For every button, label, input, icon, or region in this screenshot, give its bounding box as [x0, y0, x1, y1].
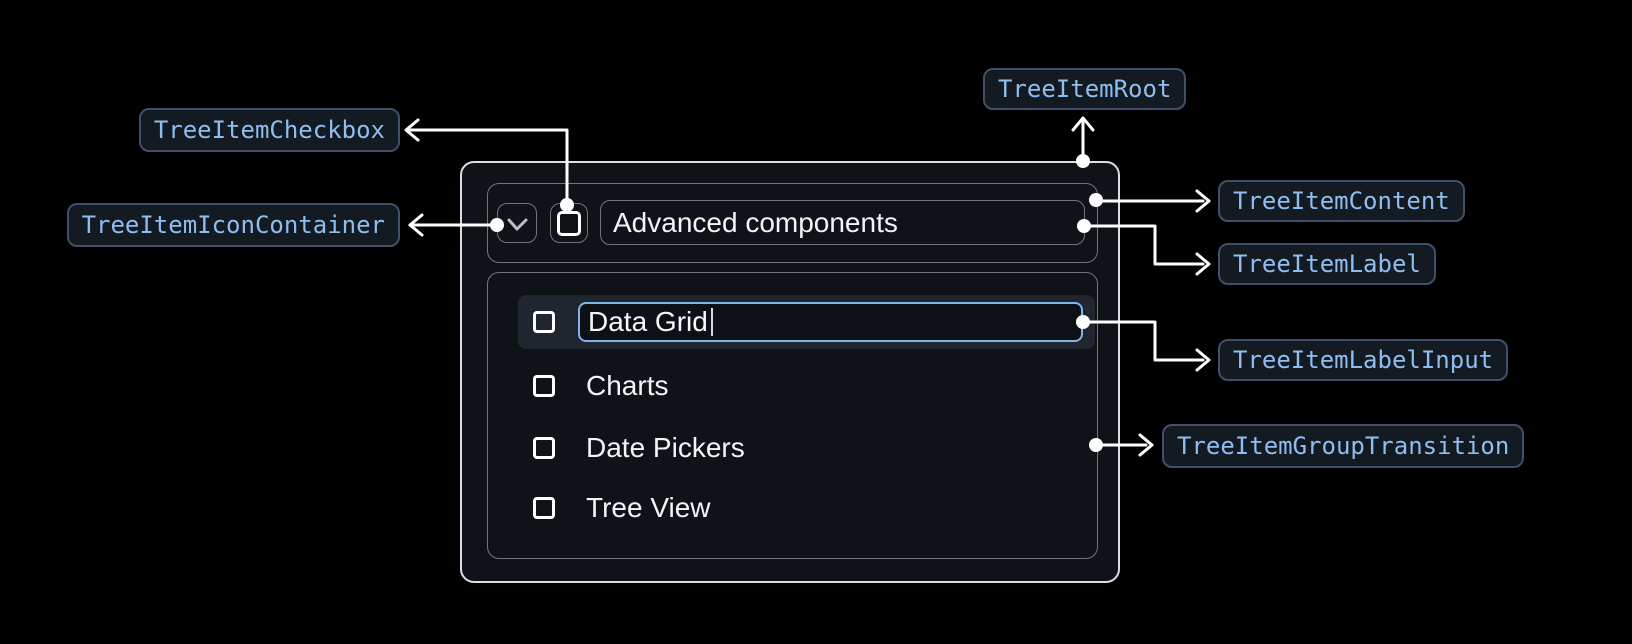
checkbox-unchecked-icon[interactable] — [557, 211, 581, 236]
tree-item-content[interactable] — [487, 183, 1098, 263]
arrow-icon-container — [408, 213, 504, 237]
connector-dot — [560, 198, 574, 212]
connector-dot — [1076, 315, 1090, 329]
connector-dot — [1089, 438, 1103, 452]
arrowhead-right-icon — [1195, 189, 1211, 213]
label-input[interactable]: Data Grid — [578, 302, 1083, 342]
tree-item-root — [460, 161, 1120, 583]
parent-item-label: Advanced components — [613, 207, 898, 238]
arrowhead-right-icon — [1138, 433, 1154, 457]
annotation-tree-item-group-transition: TreeItemGroupTransition — [1162, 424, 1525, 468]
arrow-label-input — [1076, 315, 1211, 372]
checkbox-unchecked-icon[interactable] — [533, 497, 555, 519]
annotation-tree-item-checkbox: TreeItemCheckbox — [138, 108, 400, 152]
annotation-tree-item-root: TreeItemRoot — [983, 68, 1187, 110]
text-caret — [710, 307, 713, 336]
connector-dot — [1089, 193, 1103, 207]
checkbox-unchecked-icon[interactable] — [533, 375, 555, 397]
arrowhead-right-icon — [1195, 348, 1211, 372]
tree-row-label[interactable]: Date Pickers — [586, 432, 745, 463]
connector-dot — [490, 218, 504, 232]
arrow-root — [1071, 116, 1095, 168]
arrow-checkbox — [404, 118, 574, 212]
connector-dot — [1077, 219, 1091, 233]
label-input-value: Data Grid — [588, 306, 708, 337]
connector-dot — [1076, 154, 1090, 168]
arrowhead-left-icon — [404, 118, 420, 142]
arrow-content — [1089, 189, 1211, 213]
arrow-group-transition — [1089, 433, 1154, 457]
tree-item-group-transition — [487, 272, 1098, 559]
tree-row-label[interactable]: Tree View — [586, 492, 711, 523]
annotation-tree-item-label: TreeItemLabel — [1218, 243, 1436, 285]
arrow-label — [1077, 219, 1211, 276]
arrowhead-right-icon — [1195, 252, 1211, 276]
arrowhead-up-icon — [1071, 116, 1095, 132]
checkbox-unchecked-icon[interactable] — [533, 311, 555, 333]
annotation-tree-item-icon-container: TreeItemIconContainer — [66, 203, 400, 247]
checkbox-unchecked-icon[interactable] — [533, 437, 555, 459]
arrowhead-left-icon — [408, 213, 424, 237]
annotation-tree-item-label-input: TreeItemLabelInput — [1218, 339, 1509, 381]
tree-row-label[interactable]: Charts — [586, 370, 669, 401]
chevron-down-icon — [507, 218, 528, 231]
annotation-tree-item-content: TreeItemContent — [1218, 180, 1465, 222]
